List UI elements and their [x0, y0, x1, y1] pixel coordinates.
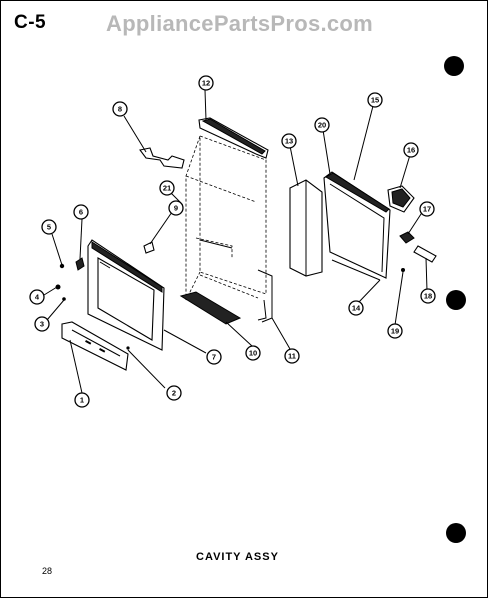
callout-10: 10 — [245, 345, 261, 361]
diagram-caption: CAVITY ASSY — [196, 551, 279, 563]
part-lamp-socket — [399, 231, 415, 244]
callout-15: 15 — [367, 92, 383, 108]
callout-18: 18 — [420, 288, 436, 304]
svg-text:14: 14 — [352, 304, 361, 313]
callout-14: 14 — [348, 300, 364, 316]
diagram-code: C-5 — [14, 12, 47, 33]
watermark-text: AppliancePartsPros.com — [106, 11, 374, 36]
binder-hole-bottom — [446, 523, 466, 543]
svg-text:9: 9 — [174, 204, 178, 213]
svg-text:13: 13 — [285, 137, 293, 146]
svg-text:17: 17 — [423, 205, 431, 214]
svg-text:8: 8 — [118, 105, 122, 114]
callout-16: 16 — [403, 142, 419, 158]
svg-text:3: 3 — [40, 320, 44, 329]
part-top-cover — [198, 117, 269, 159]
binder-hole-middle — [446, 290, 466, 310]
callout-2: 2 — [166, 385, 182, 401]
svg-text:6: 6 — [79, 208, 83, 217]
part-right-side-panel — [323, 171, 391, 281]
callout-9: 9 — [168, 200, 184, 216]
svg-text:10: 10 — [249, 349, 257, 358]
callout-4: 4 — [29, 289, 45, 305]
page-number: 28 — [42, 566, 53, 576]
svg-text:1: 1 — [80, 396, 84, 405]
callout-17: 17 — [419, 201, 435, 217]
part-outer-side-flange — [139, 147, 185, 169]
part-stirrer-cover — [179, 291, 242, 325]
leader-lines — [43, 89, 428, 394]
svg-text:16: 16 — [407, 146, 415, 155]
callout-8: 8 — [112, 101, 128, 117]
part-waveguide-plate — [387, 185, 415, 213]
svg-text:5: 5 — [47, 223, 51, 232]
svg-text:18: 18 — [424, 292, 432, 301]
callout-20: 20 — [314, 117, 330, 133]
part-cavity-box — [185, 135, 273, 323]
svg-text:12: 12 — [202, 79, 210, 88]
svg-text:15: 15 — [371, 96, 379, 105]
svg-text:20: 20 — [318, 121, 326, 130]
svg-text:4: 4 — [35, 293, 40, 302]
callout-3: 3 — [34, 316, 50, 332]
callout-12: 12 — [198, 75, 214, 91]
part-lamp-tube — [413, 245, 437, 263]
callout-19: 19 — [387, 323, 403, 339]
part-front-frame — [87, 239, 165, 351]
svg-text:21: 21 — [163, 184, 171, 193]
callout-1: 1 — [74, 392, 90, 408]
callout-6: 6 — [73, 204, 89, 220]
part-insulation-block — [289, 179, 323, 277]
callout-5: 5 — [41, 219, 57, 235]
callout-21: 21 — [159, 180, 175, 196]
callout-7: 7 — [206, 349, 222, 365]
part-small-hardware — [55, 203, 183, 350]
svg-text:7: 7 — [212, 353, 216, 362]
svg-text:11: 11 — [288, 352, 296, 361]
callout-11: 11 — [284, 348, 300, 364]
callout-13: 13 — [281, 133, 297, 149]
part-control-panel — [61, 321, 129, 371]
binder-hole-top — [444, 56, 464, 76]
part-screw-19 — [401, 268, 405, 272]
svg-text:19: 19 — [391, 327, 399, 336]
svg-text:2: 2 — [172, 389, 176, 398]
